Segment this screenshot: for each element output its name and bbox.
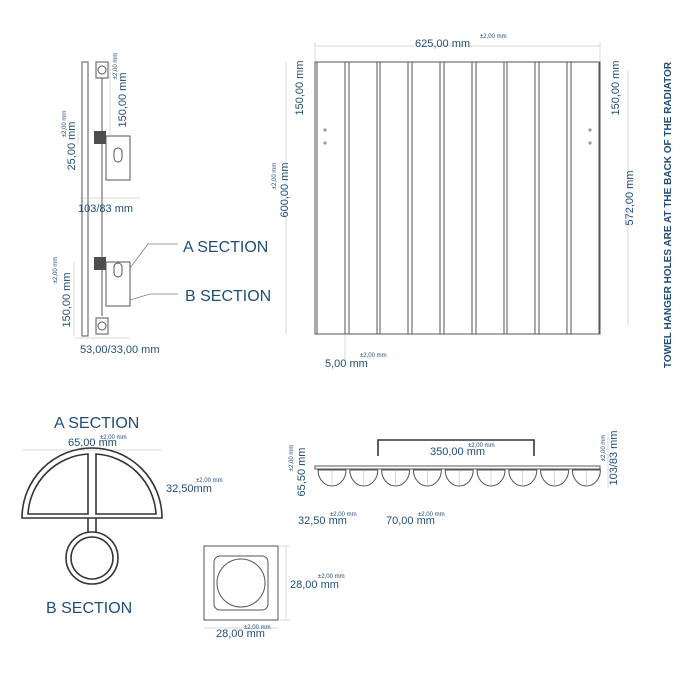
- top-tube: [381, 469, 411, 487]
- front-view: 625,00 mm ±2,00 mm 150,00 mm 150,00 mm 6…: [272, 34, 674, 370]
- section-a-title: A SECTION: [54, 415, 139, 432]
- top-rail: [314, 465, 601, 470]
- front-dim-width: 625,00 mm: [415, 38, 470, 50]
- top-tube: [317, 469, 347, 487]
- radiator-bar: [348, 61, 378, 335]
- top-bracket-line: [377, 439, 535, 456]
- radiator-bar: [538, 61, 568, 335]
- radiator-bar: [379, 61, 409, 335]
- lower-bracket-plate: [105, 261, 131, 307]
- radiator-bar: [411, 61, 441, 335]
- radiator-bar: [475, 61, 505, 335]
- callout-b-section: B SECTION: [185, 288, 271, 305]
- side-view: 150,00 mm ±2,00 mm 25,00 mm ±2,00 mm 103…: [53, 53, 271, 356]
- top-dim-centres: 350,00 mm: [430, 446, 485, 458]
- radiator-bar: [570, 61, 600, 335]
- square-dim-width: 28,00 mm: [216, 628, 265, 640]
- a-section-leader: [129, 243, 178, 269]
- top-tol-radius: ±2,00 mm: [330, 512, 357, 518]
- top-tube: [476, 469, 506, 487]
- half-round-outer: [21, 447, 163, 519]
- square-dim-height: 28,00 mm: [290, 579, 339, 591]
- section-a-dim-radius: 32,50mm: [166, 483, 212, 495]
- hanger-hole: [323, 128, 327, 132]
- top-dim-radius: 32,50 mm: [298, 515, 347, 527]
- half-round-right-chamber: [95, 453, 157, 515]
- top-tol-pitch: ±2,00 mm: [418, 512, 445, 518]
- upper-bracket-block: [94, 131, 106, 144]
- towel-hanger-note: TOWEL HANGER HOLES ARE AT THE BACK OF TH…: [663, 61, 674, 368]
- section-a-tol-width: ±2,00 mm: [100, 435, 127, 441]
- side-dim-top-150: 150,00 mm: [117, 72, 129, 127]
- upper-bracket-slot: [113, 147, 123, 163]
- side-dim-depth: 103/83 mm: [78, 203, 133, 215]
- hanger-hole: [323, 141, 327, 145]
- top-tol-height: ±2,00 mm: [289, 445, 295, 472]
- hanger-hole: [588, 128, 592, 132]
- b-section-leader: [129, 293, 178, 301]
- front-dim-gap: 5,00 mm: [325, 358, 368, 370]
- front-dim-top-left: 150,00 mm: [294, 60, 306, 115]
- square-detail: 28,00 mm ±2,00 mm 28,00 mm ±2,00 mm: [203, 545, 345, 640]
- section-a-dim-width: 65,00 mm: [68, 437, 117, 449]
- side-tol-top-150: ±2,00 mm: [113, 53, 119, 80]
- top-cap-hole: [97, 65, 107, 75]
- front-dim-height: 600,00 mm: [279, 162, 291, 217]
- top-tol-depth: ±2,00 mm: [601, 435, 607, 462]
- front-tol-width: ±2,00 mm: [480, 34, 507, 40]
- top-tube: [349, 469, 379, 487]
- square-tol-width: ±2,00 mm: [244, 625, 271, 631]
- upper-bracket-plate: [105, 135, 131, 181]
- radiator-bar: [506, 61, 536, 335]
- front-tol-gap: ±2,00 mm: [360, 353, 387, 359]
- front-tol-height: ±2,00 mm: [272, 163, 278, 190]
- top-dim-height: 65,50 mm: [296, 448, 308, 497]
- radiator-bar: [443, 61, 473, 335]
- top-tube: [540, 469, 570, 487]
- side-dim-bottom-depth: 53,00/33,00 mm: [80, 344, 160, 356]
- hanger-hole: [588, 141, 592, 145]
- lower-bracket-slot: [113, 262, 123, 278]
- top-dim-depth: 103/83 mm: [608, 430, 620, 485]
- top-view: 350,00 mm ±2,00 mm 65,50 mm ±2,00 mm 103…: [289, 430, 620, 527]
- square-plate: [203, 545, 279, 621]
- square-hole: [216, 558, 266, 608]
- b-section-ring-outer: [65, 531, 119, 585]
- top-dim-pitch: 70,00 mm: [386, 515, 435, 527]
- b-section-ring-inner: [70, 536, 114, 580]
- bottom-cap-hole: [97, 321, 107, 331]
- top-tube: [571, 469, 601, 487]
- top-tube: [508, 469, 538, 487]
- side-dim-25: 25,00 mm: [66, 122, 78, 171]
- radiator-bar: [316, 61, 346, 335]
- side-vertical-tube: [81, 61, 89, 337]
- front-dim-hole-height: 572,00 mm: [624, 170, 636, 225]
- square-tol-height: ±2,00 mm: [318, 574, 345, 580]
- side-dim-bottom-150: 150,00 mm: [61, 272, 73, 327]
- lower-bracket-block: [94, 257, 106, 270]
- top-tol-centres: ±2,00 mm: [468, 443, 495, 449]
- section-detail: A SECTION 65,00 mm ±2,00 mm 32,50mm ±2,0…: [21, 415, 223, 617]
- callout-a-section: A SECTION: [183, 239, 268, 256]
- top-tube: [412, 469, 442, 487]
- section-a-tol-radius: ±2,00 mm: [196, 478, 223, 484]
- half-round-left-chamber: [27, 453, 89, 515]
- side-tol-25: ±2,00 mm: [62, 111, 68, 138]
- bottom-cap: [95, 317, 109, 335]
- radiator-bars: [316, 61, 600, 335]
- top-tube: [444, 469, 474, 487]
- side-tol-bottom-150: ±2,00 mm: [53, 257, 59, 284]
- square-inner: [213, 555, 269, 611]
- top-tubes: [317, 469, 601, 487]
- section-b-title: B SECTION: [46, 600, 132, 617]
- radiator-outline: [314, 61, 601, 335]
- front-dim-top-right: 150,00 mm: [610, 60, 622, 115]
